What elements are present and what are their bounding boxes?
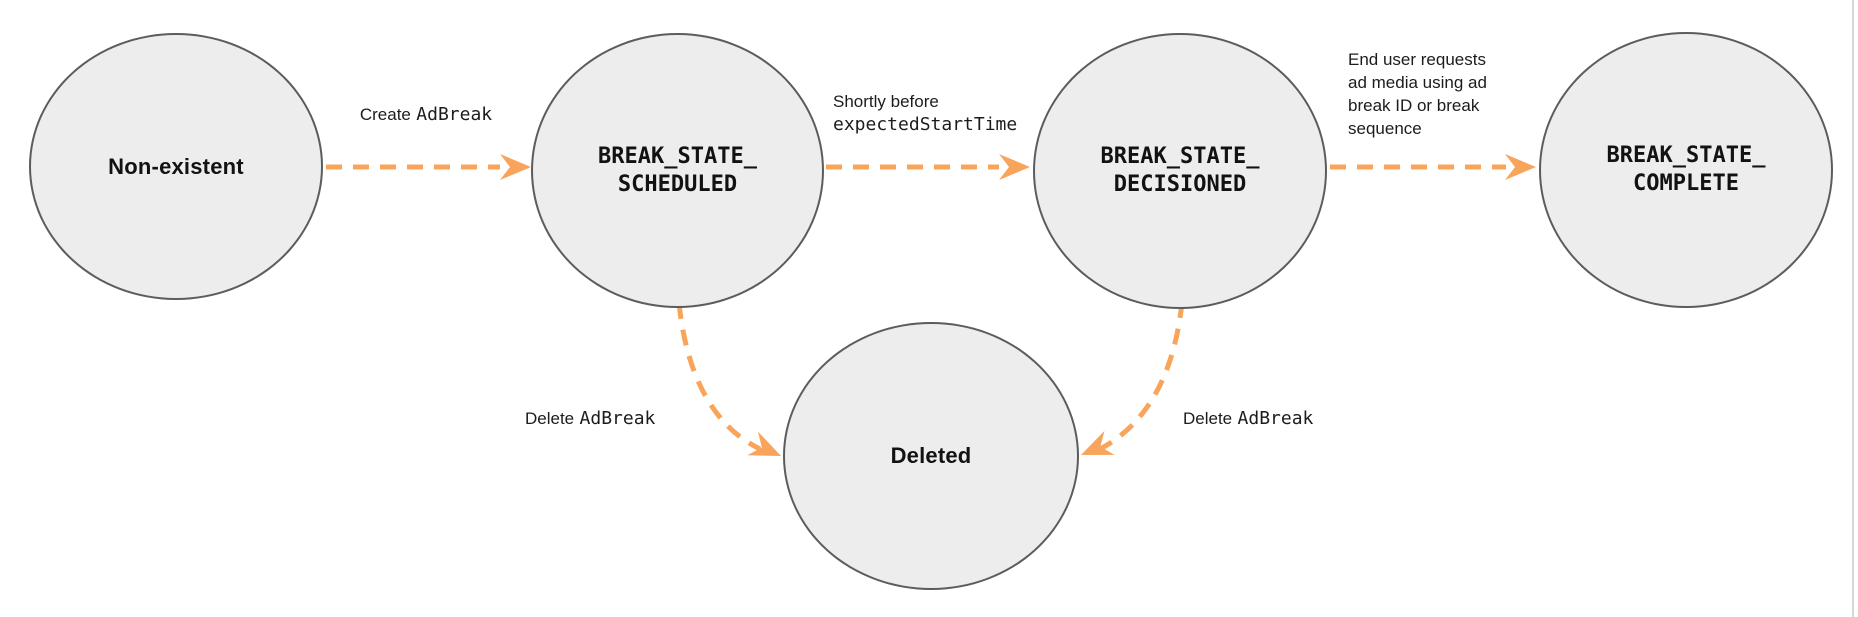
dashed-line <box>676 302 762 452</box>
code-term: AdBreak <box>1237 408 1314 429</box>
state-node-break-state-decisioned: BREAK_STATE_DECISIONED <box>1033 33 1327 309</box>
transition-delete-adbreak-left-arrow <box>676 302 781 456</box>
transition-end-user-requests-arrow <box>1330 154 1536 180</box>
state-label: BREAK_STATE_COMPLETE <box>1606 143 1766 196</box>
arrowhead-icon <box>1081 430 1115 455</box>
state-node-break-state-complete: BREAK_STATE_COMPLETE <box>1539 32 1833 308</box>
state-node-break-state-scheduled: BREAK_STATE_SCHEDULED <box>531 33 824 308</box>
page-right-edge <box>1852 0 1854 617</box>
arrowhead-icon <box>500 154 531 180</box>
state-label: Non-existent <box>108 153 244 179</box>
arrowhead-icon <box>999 154 1030 180</box>
code-term: expectedStartTime <box>833 114 1018 135</box>
state-label: BREAK_STATE_SCHEDULED <box>598 143 757 197</box>
state-node-deleted: Deleted <box>783 322 1079 590</box>
code-term: AdBreak <box>416 104 493 125</box>
arrowhead-icon <box>1505 154 1536 180</box>
transition-delete-adbreak-right-arrow <box>1081 301 1185 455</box>
state-label: Deleted <box>890 443 972 468</box>
transition-create-adbreak-arrow <box>326 154 531 180</box>
state-label: BREAK_STATE_DECISIONED <box>1100 144 1260 197</box>
arrowhead-icon <box>747 431 781 456</box>
transition-label-end-user-requests: End user requests ad media using ad brea… <box>1348 50 1487 138</box>
transition-shortly-before-arrow <box>826 154 1030 180</box>
dashed-line <box>1098 301 1185 452</box>
state-node-non-existent: Non-existent <box>29 33 323 300</box>
transition-label-shortly-before: Shortly before expectedStartTime <box>833 92 1018 135</box>
code-term: AdBreak <box>579 408 656 429</box>
